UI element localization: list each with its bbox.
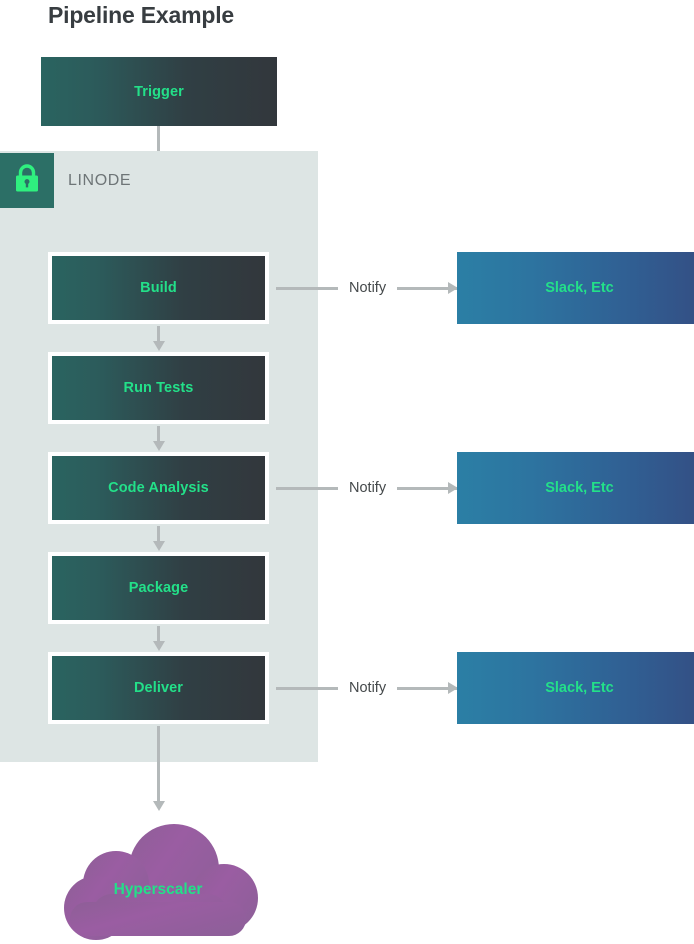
notify-target-box-1[interactable]: Slack, Etc [457, 252, 694, 324]
hyperscaler-cloud[interactable]: Hyperscaler [56, 822, 260, 944]
trigger-box[interactable]: Trigger [41, 57, 277, 126]
notify-target-box-2[interactable]: Slack, Etc [457, 452, 694, 524]
arrow-run-tests-to-code-analysis [152, 426, 165, 451]
notify-connector-deliver: Notify [276, 678, 458, 698]
stage-label: Package [128, 580, 189, 596]
notify-target-label: Slack, Etc [545, 280, 614, 296]
notify-arrow-right [397, 482, 458, 494]
arrow-package-to-deliver [152, 626, 165, 651]
notify-line-left [276, 686, 338, 690]
arrow-code-analysis-to-package [152, 526, 165, 551]
notify-target-box-3[interactable]: Slack, Etc [457, 652, 694, 724]
notify-arrow-right [397, 282, 458, 294]
linode-badge [0, 153, 54, 208]
notify-connector-code-analysis: Notify [276, 478, 458, 498]
lock-icon [14, 163, 40, 198]
stage-label: Run Tests [123, 380, 194, 396]
stage-label: Code Analysis [108, 480, 209, 496]
trigger-label: Trigger [134, 83, 184, 100]
notify-target-label: Slack, Etc [545, 680, 614, 696]
notify-line-left [276, 286, 338, 290]
notify-target-label: Slack, Etc [545, 480, 614, 496]
notify-connector-build: Notify [276, 278, 458, 298]
notify-label: Notify [349, 680, 387, 696]
cloud-shape [64, 824, 258, 940]
arrow-deliver-to-hyperscaler [152, 726, 165, 811]
arrow-build-to-run-tests [152, 326, 165, 351]
page-title: Pipeline Example [48, 2, 234, 28]
stage-box-deliver[interactable]: Deliver [48, 652, 269, 724]
stage-box-package[interactable]: Package [48, 552, 269, 624]
notify-label: Notify [349, 480, 387, 496]
stage-label: Deliver [133, 680, 184, 696]
stage-label: Build [140, 280, 177, 296]
notify-arrow-right [397, 682, 458, 694]
stage-box-code-analysis[interactable]: Code Analysis [48, 452, 269, 524]
linode-label: LINODE [68, 172, 132, 189]
notify-label: Notify [349, 280, 387, 296]
stage-box-build[interactable]: Build [48, 252, 269, 324]
stage-box-run-tests[interactable]: Run Tests [48, 352, 269, 424]
notify-line-left [276, 486, 338, 490]
